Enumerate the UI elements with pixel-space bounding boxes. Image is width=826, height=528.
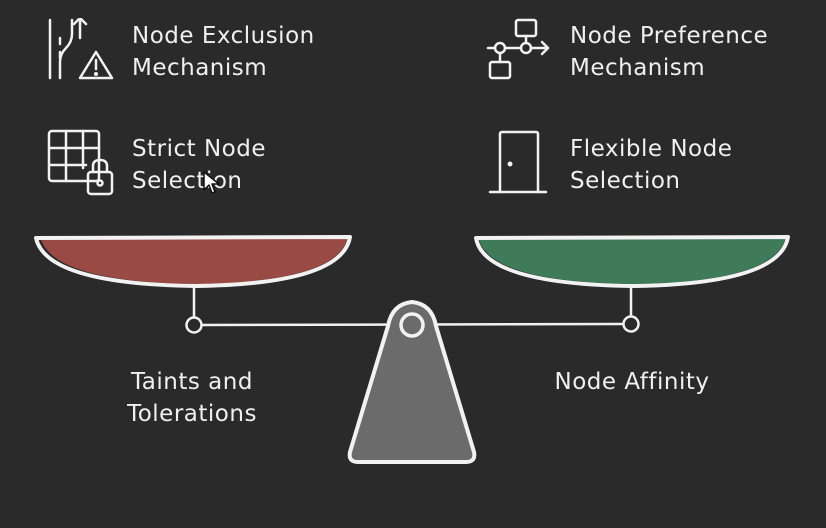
label-line: Node Preference [570,23,769,49]
door-icon [488,130,548,194]
label-line: Flexible Node [570,136,733,162]
fulcrum [347,300,477,464]
left-item-1-label: Node Exclusion Mechanism [132,20,315,84]
label-line: Tolerations [127,401,257,427]
grid-lock-icon [47,129,114,196]
label-line: Node Exclusion [132,23,315,49]
label-line: Mechanism [132,55,268,81]
label-line: Selection [132,168,243,194]
mouse-cursor-icon [203,171,220,194]
taints-tolerations-label: Taints and Tolerations [92,366,292,430]
right-pan [474,235,790,288]
left-pan [34,235,352,288]
label-line: Selection [570,168,681,194]
node-affinity-label: Node Affinity [522,366,742,398]
right-joint [622,315,640,333]
flowchart-icon [486,18,550,80]
road-warning-icon [48,18,114,80]
label-line: Strict Node [132,136,266,162]
label-line: Node Affinity [554,369,710,395]
label-line: Mechanism [570,55,706,81]
left-joint [185,316,203,334]
right-item-1-label: Node Preference Mechanism [570,20,768,84]
label-line: Taints and [131,369,253,395]
right-item-2-label: Flexible Node Selection [570,133,732,197]
left-item-2-label: Strict Node Selection [132,133,266,197]
